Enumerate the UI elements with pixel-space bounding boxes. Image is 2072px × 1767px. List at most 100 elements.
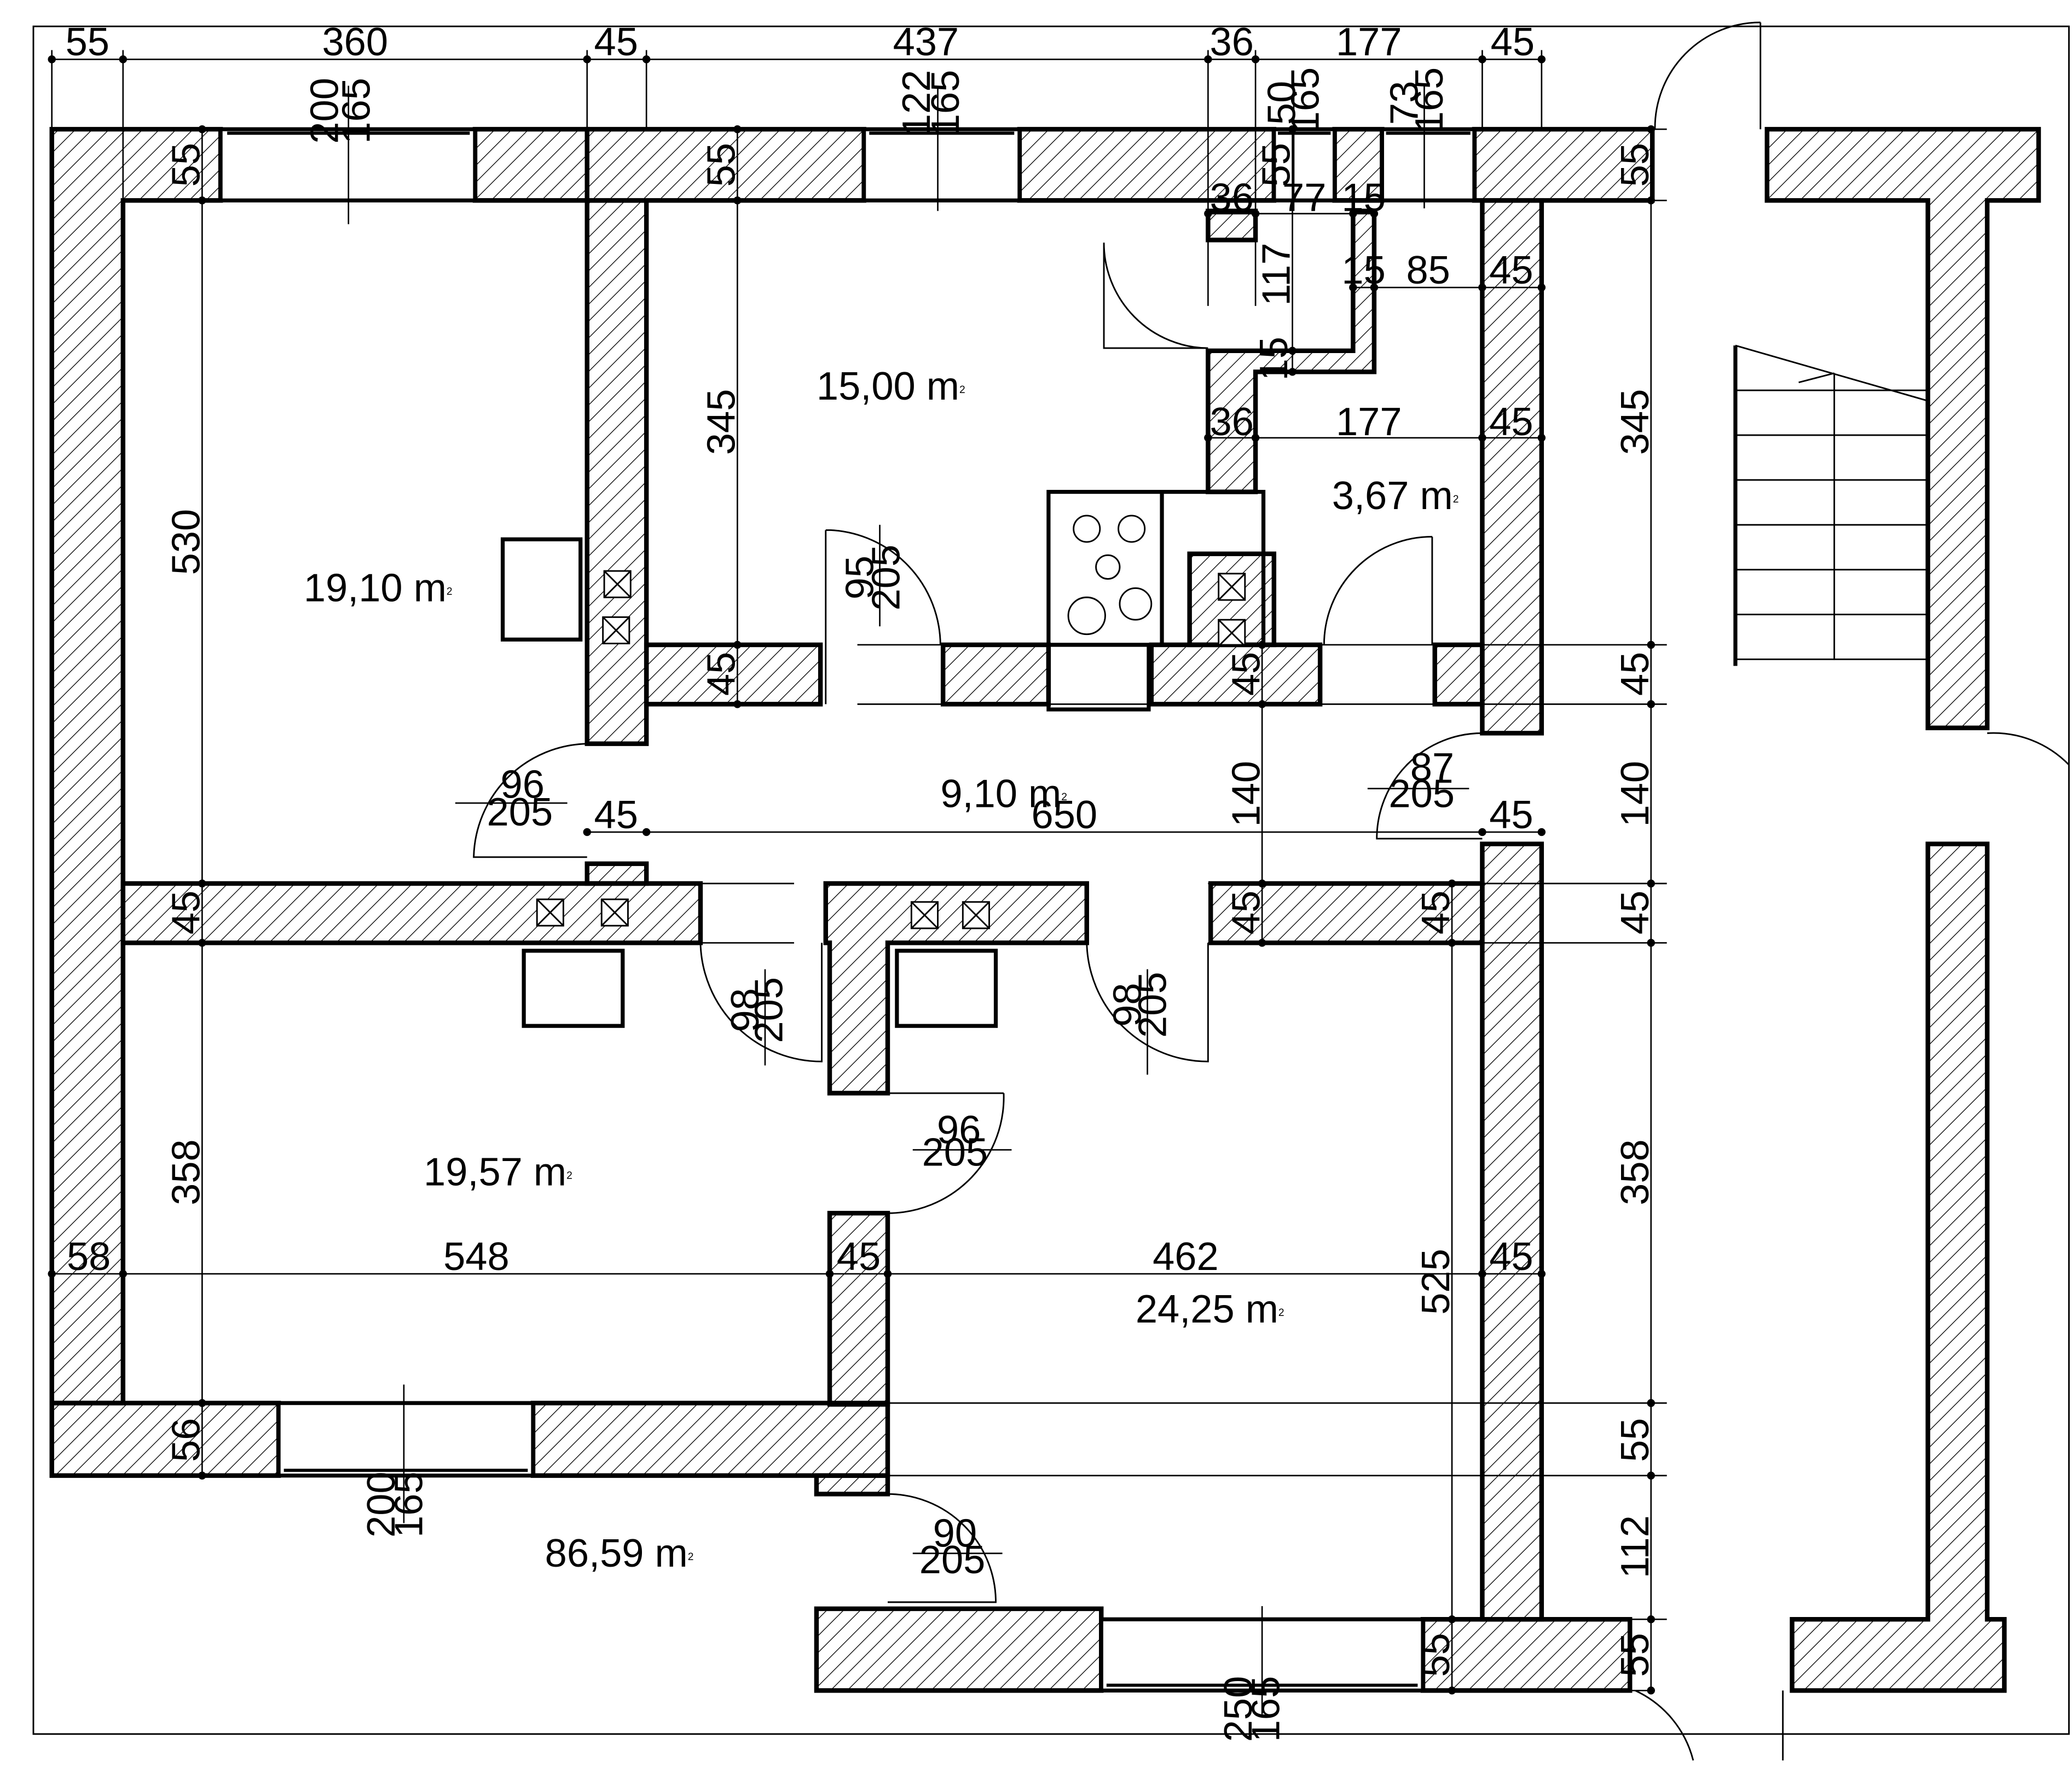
door-swing <box>825 529 941 705</box>
dim-label: 50 <box>1260 81 1304 125</box>
doors <box>473 21 2070 1761</box>
door-height-label: 205 <box>1131 972 1174 1038</box>
wall-mid-horizontal <box>1149 642 1323 707</box>
kitchen-counter-front <box>1046 643 1151 712</box>
dim-label: 55 <box>1255 143 1299 187</box>
dim-label: 525 <box>1414 1249 1458 1315</box>
burner-icon <box>1067 596 1106 636</box>
wall-south-left <box>49 1400 281 1478</box>
dim-label: 45 <box>1489 400 1533 444</box>
dim-label: 55 <box>1613 1418 1657 1462</box>
dim-label: 165 <box>924 70 968 136</box>
window-north <box>1272 127 1337 203</box>
dim-label: 358 <box>1613 1139 1657 1205</box>
door-width-label: 87 <box>1410 746 1454 789</box>
wall-mid-horizontal <box>940 642 1051 707</box>
fixtures <box>500 344 1929 1028</box>
dim-label: 165 <box>334 78 378 144</box>
wall-south-middle <box>530 1400 890 1478</box>
dim-label: 77 <box>1282 176 1326 220</box>
burner-icon <box>1073 515 1101 543</box>
door-height-label: 205 <box>919 1538 986 1582</box>
wall-south-stub <box>814 1473 890 1497</box>
wall-east-vertical-lower <box>1480 841 1544 1622</box>
door-labels: 95 205 96 205 87 205 98 205 98 205 96 20… <box>487 545 1455 1582</box>
dim-label: 55 <box>66 20 109 64</box>
door-swing <box>1086 943 1209 1062</box>
door-swing-stair <box>1987 732 2070 766</box>
dim-label: 437 <box>893 20 959 64</box>
dim-label: 200 <box>303 78 346 144</box>
sheet-border <box>32 25 2070 1735</box>
dim-label: 360 <box>322 20 389 64</box>
wall-corridor-south-east <box>1208 881 1485 945</box>
stove-fixture <box>500 537 583 642</box>
door-swing <box>1323 535 1433 645</box>
door-width-label: 96 <box>501 763 545 806</box>
door-height-label: 205 <box>487 790 553 834</box>
room-area-label: 19,57 m2 <box>424 1151 572 1194</box>
room-area-label: 9,10 m2 <box>940 772 1067 816</box>
room-area-label: 3,67 m2 <box>1332 474 1459 518</box>
dim-label: 85 <box>1406 249 1450 292</box>
burner-icon <box>1095 554 1121 580</box>
dim-label: 36 <box>1210 400 1254 444</box>
dim-label: 36 <box>1210 20 1254 64</box>
wall-partition-left-vertical <box>584 198 649 746</box>
door-width-label: 98 <box>724 988 767 1032</box>
dim-label: 55 <box>1613 1633 1657 1677</box>
door-height-label: 205 <box>922 1131 988 1175</box>
dim-label: 73 <box>1382 81 1426 125</box>
dim-label: 45 <box>1489 249 1533 292</box>
dim-label: 45 <box>594 793 638 837</box>
wall-mid-horizontal <box>1432 642 1485 707</box>
door-swing-entry <box>1654 21 1762 130</box>
window-height-label: 165 <box>387 1471 431 1538</box>
dim-label: 55 <box>165 143 209 187</box>
window-south <box>276 1401 535 1478</box>
dim-label: 117 <box>1255 242 1299 305</box>
window-width-label: 200 <box>360 1471 403 1538</box>
wall-stair-north <box>1764 126 2041 730</box>
dim-label: 15 <box>1341 176 1385 220</box>
dim-label: 650 <box>1032 793 1098 837</box>
wall-corridor-south-middle <box>823 881 1089 1096</box>
door-swing <box>887 1092 1005 1214</box>
door-width-label: 96 <box>937 1108 981 1152</box>
dim-label: 45 <box>1224 891 1268 934</box>
dim-label: 548 <box>443 1235 510 1279</box>
dimension-lines <box>51 50 1667 1714</box>
dim-label: 45 <box>165 891 209 934</box>
door-height-label: 205 <box>747 977 791 1043</box>
dim-label: 55 <box>1613 143 1657 187</box>
dim-label: 45 <box>700 652 744 696</box>
dimension-labels: 55 360 45 437 36 177 45 200 165 122 165 … <box>66 20 1657 1677</box>
dim-label: 45 <box>837 1235 881 1279</box>
room-areas: 19,10 m2 15,00 m2 3,67 m2 9,10 m2 19,57 … <box>304 365 1459 1575</box>
dimension-markers <box>48 55 1656 1695</box>
dim-label: 15 <box>1341 249 1385 292</box>
dim-label: 56 <box>165 1418 209 1462</box>
door-swing-bottom <box>1635 1689 1784 1761</box>
dim-label: 122 <box>895 70 939 136</box>
dim-label: 165 <box>1408 67 1451 134</box>
wall-north-segment <box>472 126 589 203</box>
door-swing <box>699 943 823 1062</box>
dim-label: 45 <box>594 20 638 64</box>
wall-north-segment <box>584 126 866 203</box>
dim-label: 345 <box>1613 389 1657 455</box>
door-swing <box>1103 242 1208 349</box>
dim-label: 45 <box>1613 891 1657 934</box>
flue-vents <box>536 570 1246 929</box>
door-height-label: 205 <box>1388 772 1455 816</box>
dim-label: 45 <box>1489 793 1533 837</box>
room-area-label: 19,10 m2 <box>304 566 453 610</box>
dim-label: 140 <box>1224 761 1268 827</box>
window-north <box>1380 127 1477 203</box>
dim-label: 112 <box>1613 1515 1657 1578</box>
dim-label: 45 <box>1414 891 1458 934</box>
burner-icon <box>1119 587 1153 621</box>
door-width-label: 90 <box>933 1512 977 1556</box>
burner-icon <box>1118 515 1146 543</box>
